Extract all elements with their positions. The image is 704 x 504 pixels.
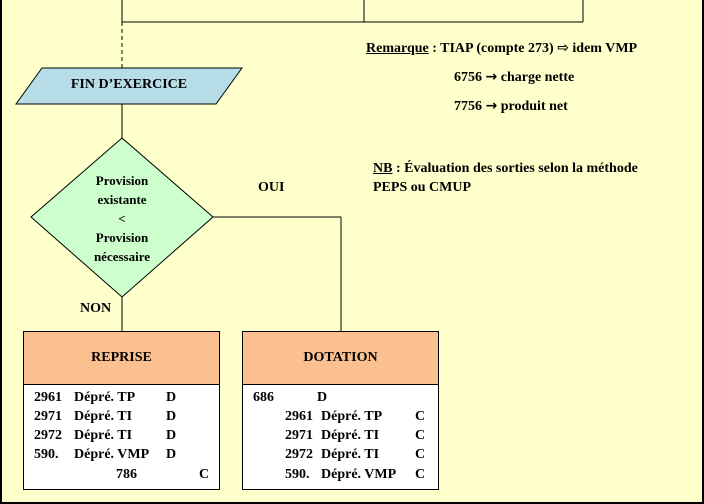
dotation-acct: 2961 [285,409,313,424]
reprise-row: 2972 Dépré. TI D [34,428,176,444]
dotation-side: C [415,467,426,482]
dotation-label: Dépré. VMP [321,467,397,482]
decision-line-2: existante [97,192,147,207]
reprise-row: 2971 Dépré. TI D [34,409,176,425]
dotation-row: 2961 Dépré. TP C [285,409,425,425]
dotation-label: Dépré. TP [321,409,383,424]
remark-charge-nette: charge nette [497,70,575,85]
decision-line-5: nécessaire [93,249,151,264]
dotation-title: DOTATION [303,350,378,365]
reprise-label: Dépré. TI [74,409,133,424]
nb-text: : Évaluation des sorties selon la méthod… [392,161,638,176]
reprise-label: Dépré. TI [74,428,133,443]
outline-arrow-icon: ⇨ [557,40,569,56]
remark-code-6756: 6756 [454,70,482,85]
dotation-acct: 590. [285,467,310,482]
dotation-row: 2972 Dépré. TI C [285,447,425,463]
dotation-debit-acct: 686 [253,390,274,405]
remark-produit-net: produit net [497,99,568,114]
fin-exercice-shape [15,67,243,105]
dotation-row: 590. Dépré. VMP C [285,467,425,483]
dotation-row: 2971 Dépré. TI C [285,428,425,444]
dotation-side: C [415,447,426,462]
remark-code-7756: 7756 [454,99,482,114]
reprise-side: D [166,390,177,405]
nb-line-1: NB : Évaluation des sorties selon la mét… [373,161,638,177]
remark-text-end: idem VMP [568,41,638,56]
dotation-acct: 2971 [285,428,313,443]
reprise-side: D [166,447,177,462]
dotation-label: Dépré. TI [321,428,380,443]
nb-line-2: PEPS ou CMUP [373,180,471,195]
dotation-header: DOTATION [242,331,439,385]
nb-label: NB [373,161,393,176]
arrow-right-icon: → [485,98,498,114]
reprise-side: D [166,409,177,424]
remark-line-2: 6756 → charge nette [454,69,574,86]
decision-line-4: Provision [95,230,149,245]
dotation-side: C [415,409,426,424]
dotation-label: Dépré. TI [321,447,380,462]
reprise-side: D [166,428,177,443]
reprise-credit-acct: 786 [116,467,137,482]
reprise-label: Dépré. VMP [74,447,150,462]
reprise-row: 590. Dépré. VMP D [34,447,176,463]
arrow-right-icon: → [485,69,498,85]
reprise-credit-side: C [199,467,210,482]
reprise-acct: 2972 [34,428,62,443]
remark-line-1: Remarque : TIAP (compte 273) ⇨ idem VMP [366,40,637,57]
reprise-acct: 590. [34,447,59,462]
reprise-label: Dépré. TP [74,390,136,405]
fin-exercice-label: FIN D’EXERCICE [70,77,188,92]
yes-label: OUI [258,180,285,195]
remark-line-3: 7756 → produit net [454,98,568,115]
reprise-header: REPRISE [23,331,220,385]
decision-line-3: < [118,211,126,226]
reprise-row: 2961 Dépré. TP D [34,390,176,406]
reprise-acct: 2971 [34,409,62,424]
remark-label: Remarque [366,41,429,56]
no-label: NON [80,301,112,316]
dotation-side: C [415,428,426,443]
dotation-debit-side: D [317,390,328,405]
reprise-title: REPRISE [91,350,152,365]
remark-text: : TIAP (compte 273) [428,41,558,56]
decision-line-1: Provision [95,173,149,188]
dotation-acct: 2972 [285,447,313,462]
decision-text: Provision existante < Provision nécessai… [62,171,182,266]
reprise-acct: 2961 [34,390,62,405]
